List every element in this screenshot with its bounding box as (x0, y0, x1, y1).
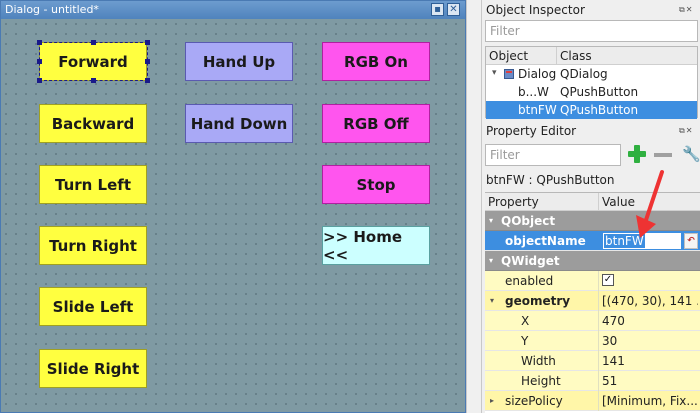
collapse-arrow-icon[interactable]: ▾ (489, 216, 494, 225)
prop-row-geometry[interactable]: ▾ geometry [(470, 30), 141 ... (485, 291, 700, 311)
prop-row-y[interactable]: Y 30 (485, 331, 700, 351)
forward-button[interactable]: Forward (39, 42, 147, 81)
prop-name: objectName (505, 234, 586, 248)
close-icon[interactable]: ✕ (447, 3, 460, 16)
resize-handle-bottom[interactable] (91, 78, 96, 83)
property-table-header: Property Value (485, 193, 700, 211)
home-button[interactable]: >> Home << (322, 226, 430, 265)
configure-wrench-icon[interactable]: 🔧 (682, 145, 700, 163)
prop-row-width[interactable]: Width 141 (485, 351, 700, 371)
tree-class-name: QPushButton (560, 85, 639, 99)
resize-handle-right[interactable] (145, 59, 150, 64)
slide-left-button[interactable]: Slide Left (39, 287, 147, 326)
turn-right-button[interactable]: Turn Right (39, 226, 147, 265)
prop-row-sizepolicy[interactable]: ▸ sizePolicy [Minimum, Fix... (485, 391, 700, 411)
backward-button[interactable]: Backward (39, 104, 147, 143)
prop-name: Y (521, 334, 529, 348)
reset-value-icon[interactable]: ↶ (684, 233, 698, 249)
turn-left-button[interactable]: Turn Left (39, 165, 147, 204)
enabled-checkbox[interactable]: ✓ (602, 274, 614, 286)
prop-row-x[interactable]: X 470 (485, 311, 700, 331)
resize-handle-bottom-left[interactable] (37, 78, 42, 83)
object-filter-input[interactable]: Filter (485, 20, 698, 42)
group-label: QObject (501, 214, 556, 228)
expand-arrow-icon[interactable]: ▸ (490, 396, 495, 405)
tree-row-dialog[interactable]: ▾ Dialog QDialog (486, 65, 697, 83)
dialog-window: Dialog - untitled* ▪ ✕ Forward Backward … (0, 0, 466, 413)
window-menu-icon[interactable]: ▪ (431, 3, 444, 16)
objectname-edit-field[interactable]: btnFW (602, 232, 682, 250)
collapse-arrow-icon[interactable]: ▾ (490, 296, 495, 305)
property-editor-title: Property Editor (486, 124, 577, 138)
property-filter-input[interactable]: Filter (485, 144, 621, 166)
dock-float-close-icon[interactable]: ⧉✕ (679, 5, 694, 14)
object-tree[interactable]: Object Class ▾ Dialog QDialog b...W QPus… (485, 46, 698, 119)
prop-row-height[interactable]: Height 51 (485, 371, 700, 391)
remove-dynamic-property-icon[interactable] (654, 153, 672, 157)
dialog-titlebar[interactable]: Dialog - untitled* ▪ ✕ (1, 1, 465, 19)
prop-name: Height (521, 374, 561, 388)
tree-row-btnfw[interactable]: btnFW QPushButton (486, 101, 697, 119)
object-tree-header: Object Class (486, 47, 697, 65)
group-qwidget[interactable]: ▾ QWidget (485, 251, 700, 271)
tree-class-name: QDialog (560, 67, 608, 81)
prop-name: sizePolicy (505, 394, 563, 408)
property-class-label: btnFW : QPushButton (486, 173, 615, 187)
selection-outline (39, 42, 148, 81)
right-dock: Object Inspector ⧉✕ Filter Object Class … (482, 0, 700, 413)
slide-right-button[interactable]: Slide Right (39, 349, 147, 388)
prop-name: Width (521, 354, 556, 368)
rgb-on-button[interactable]: RGB On (322, 42, 430, 81)
group-label: QWidget (501, 254, 560, 268)
form-canvas[interactable]: Forward Backward Turn Left Turn Right Sl… (1, 19, 465, 412)
annotation-arrow-icon (636, 170, 664, 238)
tree-class-name: QPushButton (560, 103, 639, 117)
prop-name: geometry (505, 294, 571, 308)
prop-row-objectname[interactable]: objectName btnFW ↶ (485, 231, 700, 251)
prop-name: enabled (505, 274, 554, 288)
hand-up-button[interactable]: Hand Up (185, 42, 293, 81)
prop-value[interactable]: 141 (602, 354, 625, 368)
object-column-header[interactable]: Object (489, 49, 529, 63)
add-dynamic-property-icon[interactable] (628, 145, 646, 163)
resize-handle-top[interactable] (91, 40, 96, 45)
property-table[interactable]: Property Value ▾ QObject objectName btnF… (485, 192, 700, 413)
class-column-header[interactable]: Class (560, 49, 592, 63)
dialog-icon (504, 69, 514, 79)
tree-object-name: Dialog (518, 67, 557, 81)
resize-handle-top-left[interactable] (37, 40, 42, 45)
prop-value[interactable]: 470 (602, 314, 625, 328)
collapse-arrow-icon[interactable]: ▾ (489, 256, 494, 265)
rgb-off-button[interactable]: RGB Off (322, 104, 430, 143)
property-column-header[interactable]: Property (488, 195, 539, 209)
object-inspector-title: Object Inspector (486, 3, 585, 17)
hand-down-button[interactable]: Hand Down (185, 104, 293, 143)
dialog-title: Dialog - untitled* (5, 3, 99, 16)
prop-value[interactable]: [Minimum, Fix... (602, 394, 698, 408)
resize-handle-bottom-right[interactable] (145, 78, 150, 83)
dock-splitter[interactable] (466, 0, 482, 413)
objectname-value: btnFW (604, 234, 645, 248)
resize-handle-top-right[interactable] (145, 40, 150, 45)
dock-float-close-icon[interactable]: ⧉✕ (679, 126, 694, 135)
tree-object-name: b...W (518, 85, 549, 99)
prop-value[interactable]: 30 (602, 334, 618, 348)
prop-value[interactable]: [(470, 30), 141 ... (602, 294, 698, 308)
tree-row-item[interactable]: b...W QPushButton (486, 83, 697, 101)
resize-handle-left[interactable] (37, 59, 42, 64)
prop-name: X (521, 314, 530, 328)
prop-row-enabled[interactable]: enabled ✓ (485, 271, 700, 291)
expand-arrow-icon[interactable]: ▾ (492, 68, 497, 78)
value-column-header[interactable]: Value (602, 195, 635, 209)
prop-value[interactable]: 51 (602, 374, 618, 388)
stop-button[interactable]: Stop (322, 165, 430, 204)
tree-object-name: btnFW (518, 103, 557, 117)
